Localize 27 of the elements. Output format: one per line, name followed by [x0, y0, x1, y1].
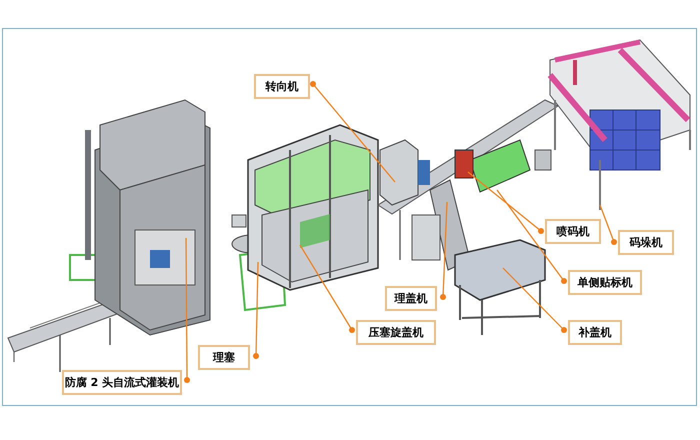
- leader-line: [496, 190, 567, 284]
- leader-line: [310, 81, 396, 182]
- callout-box: [254, 74, 310, 99]
- callout-label: 单侧贴标机: [578, 277, 632, 288]
- leader-line: [440, 202, 448, 300]
- callout-label: 补盖机: [578, 327, 612, 338]
- callout-box: [356, 320, 436, 345]
- callout-label: 理盖机: [394, 293, 428, 304]
- callout-label: 喷码机: [556, 226, 590, 237]
- callout-label: 码垛机: [630, 237, 662, 248]
- callout-box: [62, 370, 182, 395]
- leader-line: [253, 262, 259, 359]
- callout-box: [545, 219, 601, 244]
- callout-label: 压塞旋盖机: [368, 327, 424, 338]
- callout-box: [618, 230, 674, 255]
- leader-line: [502, 268, 567, 333]
- callout-box: [568, 320, 622, 345]
- callout-label: 转向机: [266, 81, 298, 92]
- leader-line: [184, 238, 190, 383]
- leader-line: [299, 244, 355, 333]
- callout-label: 防腐 2 头自流式灌装机: [64, 377, 180, 388]
- leader-line: [468, 172, 544, 234]
- callout-box: [568, 270, 642, 295]
- leader-line: [599, 204, 617, 245]
- callout-box: [198, 345, 250, 370]
- callout-label: 理塞: [213, 352, 235, 363]
- callout-box: [385, 286, 437, 311]
